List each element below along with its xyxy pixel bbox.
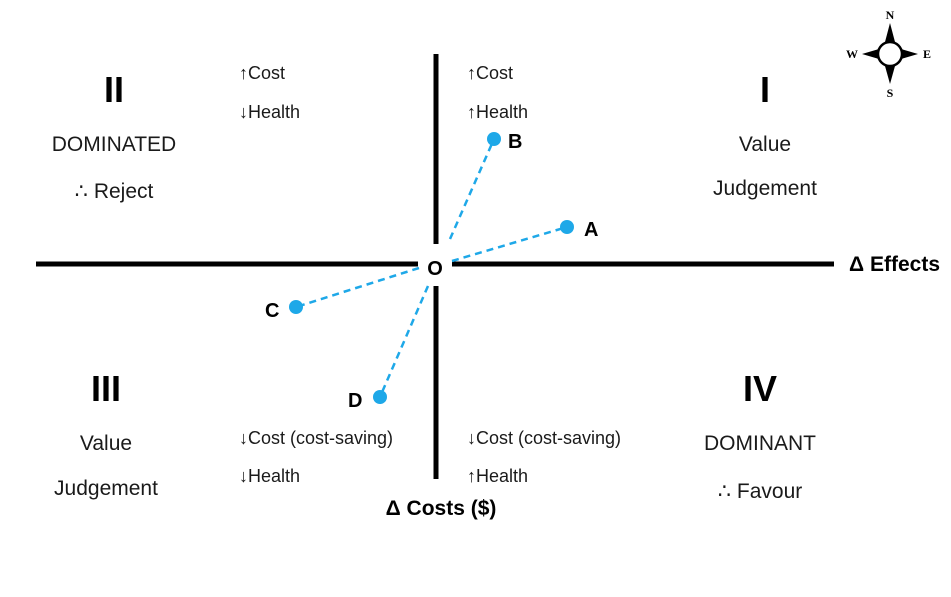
point-d xyxy=(373,390,387,404)
connector-b xyxy=(448,138,496,240)
quadrant-2-numeral: II xyxy=(104,69,124,110)
quadrant-2-subtitle: ∴ Reject xyxy=(75,180,154,203)
quadrant-3-cost-note: ↓Cost (cost-saving) xyxy=(239,428,393,448)
x-axis-label: Δ Effects xyxy=(849,253,940,276)
quadrant-4-numeral: IV xyxy=(743,368,777,409)
quadrant-1-health-note: ↑Health xyxy=(467,102,528,122)
quadrant-2: II DOMINATED ∴ Reject ↑Cost ↓Health xyxy=(52,63,300,203)
quadrant-4-title: DOMINANT xyxy=(704,432,816,455)
quadrant-3: III Value Judgement ↓Cost (cost-saving) … xyxy=(54,368,393,500)
quadrant-3-numeral: III xyxy=(91,368,121,409)
quadrant-1-subtitle: Judgement xyxy=(713,177,817,200)
quadrant-4-cost-note: ↓Cost (cost-saving) xyxy=(467,428,621,448)
quadrant-3-subtitle: Judgement xyxy=(54,477,158,500)
point-a xyxy=(560,220,574,234)
connector-d xyxy=(378,285,430,398)
compass-north-label: N xyxy=(886,8,895,22)
quadrant-1-numeral: I xyxy=(760,69,770,110)
compass-needle-north xyxy=(885,23,895,42)
compass-south-label: S xyxy=(887,86,894,100)
quadrant-3-title: Value xyxy=(80,432,132,455)
quadrant-1-title: Value xyxy=(739,133,791,156)
compass-ring xyxy=(876,40,904,68)
point-label-b: B xyxy=(508,131,522,153)
compass-needle-east xyxy=(901,49,918,59)
connector-c xyxy=(295,266,420,309)
point-label-a: A xyxy=(584,219,598,241)
compass-needle-west xyxy=(862,49,879,59)
quadrant-1-cost-note: ↑Cost xyxy=(467,63,513,83)
connector-a xyxy=(451,225,568,263)
quadrant-4: IV DOMINANT ∴ Favour ↓Cost (cost-saving)… xyxy=(467,368,816,503)
quadrant-3-health-note: ↓Health xyxy=(239,466,300,486)
compass-icon: N S W E xyxy=(846,8,931,100)
compass-east-label: E xyxy=(923,47,931,61)
origin-label: O xyxy=(427,258,443,280)
quadrant-2-health-note: ↓Health xyxy=(239,102,300,122)
y-axis-label: Δ Costs ($) xyxy=(386,497,497,520)
quadrant-4-health-note: ↑Health xyxy=(467,466,528,486)
quadrant-2-cost-note: ↑Cost xyxy=(239,63,285,83)
point-label-d: D xyxy=(348,390,362,412)
compass-needle-south xyxy=(885,66,895,84)
compass-west-label: W xyxy=(846,47,858,61)
point-label-c: C xyxy=(265,300,279,322)
quadrant-1: I Value Judgement ↑Cost ↑Health xyxy=(467,63,817,200)
quadrant-2-title: DOMINATED xyxy=(52,133,176,156)
point-connectors xyxy=(295,138,568,398)
point-b xyxy=(487,132,501,146)
point-c xyxy=(289,300,303,314)
quadrant-4-subtitle: ∴ Favour xyxy=(718,480,803,503)
